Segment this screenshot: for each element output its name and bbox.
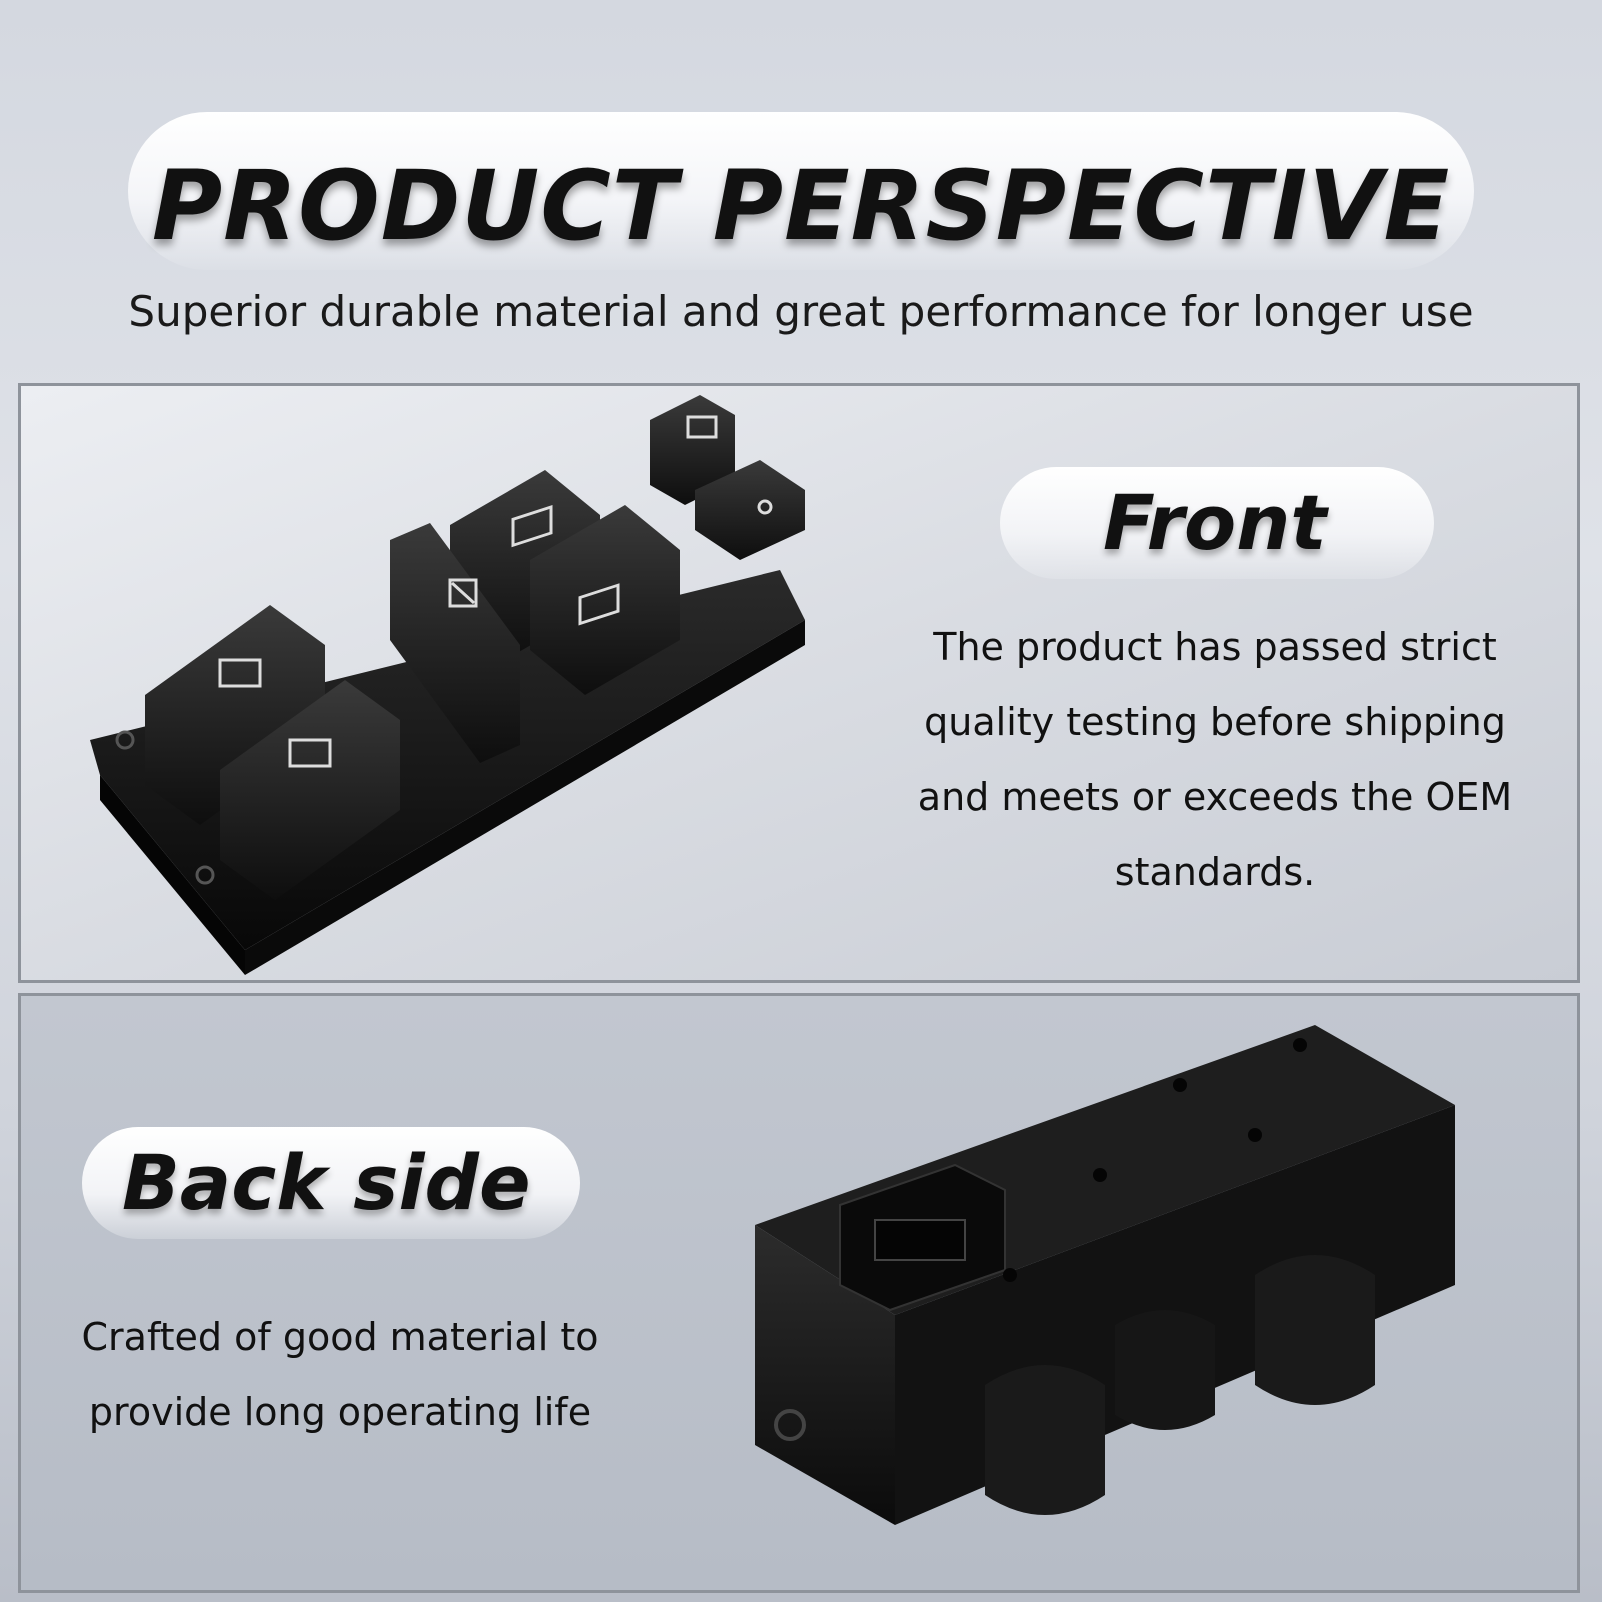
back-description: Crafted of good material to provide long… [81, 1315, 599, 1434]
window-switch-back-image [755, 1025, 1455, 1525]
page-subtitle: Superior durable material and great perf… [128, 287, 1474, 336]
front-description: The product has passed strict quality te… [917, 625, 1513, 894]
page-title: PRODUCT PERSPECTIVE [151, 150, 1451, 262]
back-label-banner [82, 1127, 580, 1239]
front-label: Front [1103, 478, 1327, 567]
front-label-banner [1000, 467, 1434, 579]
back-label: Back side [122, 1138, 531, 1227]
title-banner [128, 112, 1474, 270]
window-switch-front-image [90, 395, 805, 975]
